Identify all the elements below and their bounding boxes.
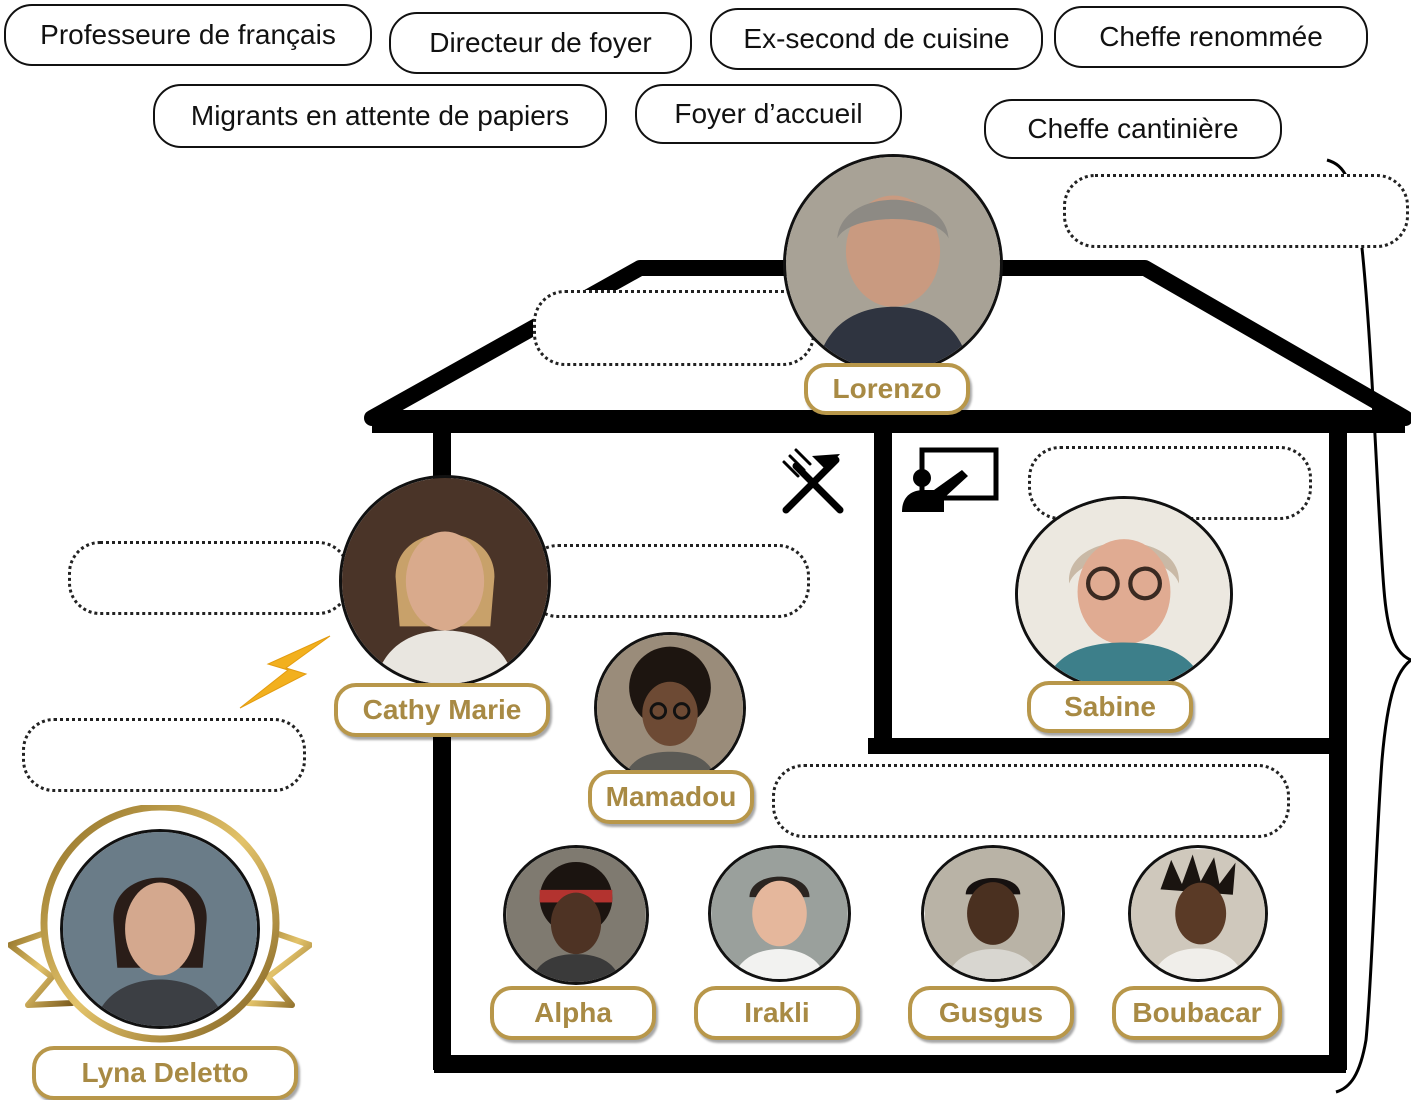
drop-zone-cathy-left[interactable] [68,541,350,615]
word-chip-cheffe-cantiniere[interactable]: Cheffe cantinière [984,99,1282,159]
mamadou-portrait [594,632,746,784]
name-tag-boubacar: Boubacar [1112,986,1282,1040]
sabine-portrait [1015,496,1233,692]
word-chip-foyer[interactable]: Foyer d’accueil [635,84,902,144]
name-tag-lyna: Lyna Deletto [32,1046,298,1100]
fork-knife-icon [782,448,844,514]
word-chip-directeur[interactable]: Directeur de foyer [389,12,692,74]
alpha-portrait [503,845,649,985]
curly-brace [1326,158,1411,1094]
drop-zone-lorenzo[interactable] [533,290,815,366]
boubacar-portrait [1128,845,1268,982]
drop-zone-migrants[interactable] [772,764,1290,838]
cathy-portrait [339,475,551,687]
name-tag-sabine: Sabine [1027,681,1193,733]
lyna-portrait [60,829,260,1029]
drop-zone-house[interactable] [1063,174,1409,248]
lightning-icon [239,635,331,709]
name-tag-cathy: Cathy Marie [334,683,550,737]
name-tag-irakli: Irakli [694,986,860,1040]
lorenzo-portrait [783,154,1003,374]
teacher-board-icon [902,447,999,512]
word-chip-professeure[interactable]: Professeure de français [4,4,372,66]
irakli-portrait [708,845,851,982]
gusgus-portrait [921,845,1065,982]
word-chip-ex-second[interactable]: Ex-second de cuisine [710,8,1043,70]
word-chip-cheffe-renommee[interactable]: Cheffe renommée [1054,6,1368,68]
name-tag-gusgus: Gusgus [908,986,1074,1040]
drop-zone-cathy-right[interactable] [526,544,810,618]
name-tag-alpha: Alpha [490,986,656,1040]
name-tag-lorenzo: Lorenzo [804,363,970,415]
name-tag-mamadou: Mamadou [588,770,754,824]
word-chip-migrants[interactable]: Migrants en attente de papiers [153,84,607,148]
drop-zone-lyna[interactable] [22,718,306,792]
